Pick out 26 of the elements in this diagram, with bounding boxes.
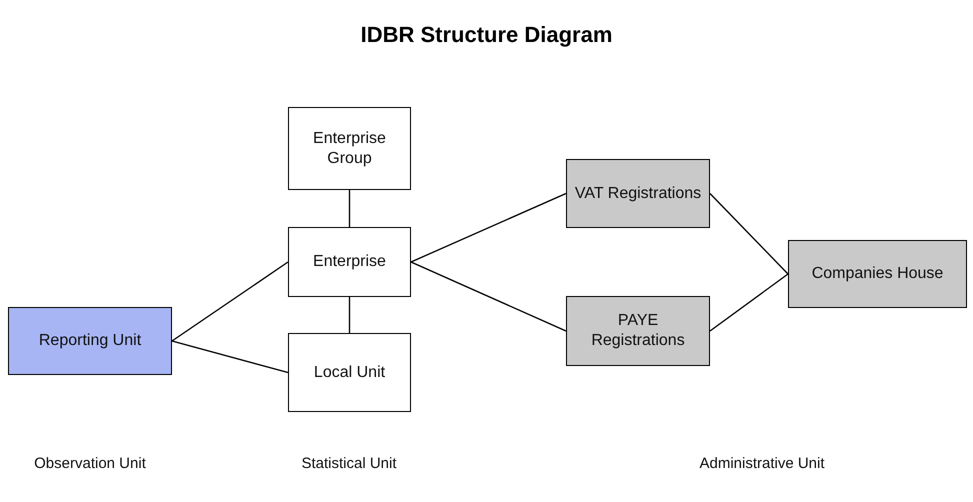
connector-line	[172, 261, 288, 342]
unit-box	[288, 227, 411, 297]
unit-box	[288, 107, 411, 190]
node-label: PAYE Registrations	[590, 311, 686, 351]
connector-line	[172, 340, 288, 374]
column-caption: Observation Unit	[34, 455, 146, 472]
node-label: Enterprise	[313, 252, 386, 272]
node-label: Companies House	[812, 264, 944, 284]
connector-line	[710, 193, 788, 274]
diagram-title: IDBR Structure Diagram	[360, 22, 614, 48]
node-label: Reporting Unit	[38, 331, 142, 351]
unit-box	[566, 296, 710, 366]
unit-box	[288, 333, 411, 412]
connector-line	[348, 297, 350, 333]
connector-line	[348, 190, 350, 227]
connector-line	[410, 192, 566, 263]
unit-box	[566, 159, 710, 228]
unit-box	[788, 240, 967, 308]
node-label: Enterprise Group	[312, 128, 387, 168]
node-label: Local Unit	[314, 362, 386, 382]
connector-line	[410, 261, 566, 332]
unit-box	[8, 307, 172, 375]
column-caption: Statistical Unit	[301, 455, 397, 472]
connector-line	[710, 273, 788, 332]
column-caption: Administrative Unit	[699, 455, 825, 472]
node-label: VAT Registrations	[574, 184, 702, 204]
